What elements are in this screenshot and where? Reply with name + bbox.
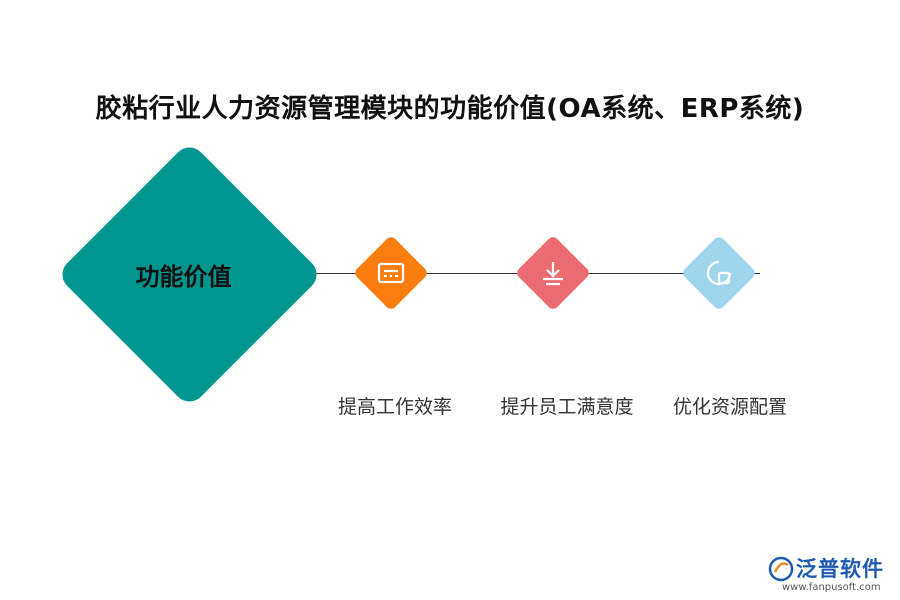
- node-label-resources: 优化资源配置: [672, 396, 787, 418]
- center-diamond: 功能价值: [55, 140, 324, 409]
- brand-url: www.fanpusoft.com: [782, 582, 881, 593]
- node-satisfaction: [513, 233, 593, 313]
- center-label: 功能价值: [135, 263, 232, 291]
- page-title: 胶粘行业人力资源管理模块的功能价值(OA系统、ERP系统): [95, 94, 805, 124]
- brand-name: 泛普软件: [796, 557, 884, 581]
- download-tray-icon: [543, 262, 563, 286]
- node-label-satisfaction: 提升员工满意度: [500, 396, 634, 418]
- chart-square-icon: [706, 260, 732, 286]
- brand-watermark: 泛普软件 www.fanpusoft.com: [768, 553, 893, 593]
- node-resources: [679, 233, 759, 313]
- screen-icon: [377, 262, 405, 284]
- node-efficiency: [351, 233, 431, 313]
- node-label-efficiency: 提高工作效率: [337, 396, 452, 418]
- brand-logo-icon: [768, 556, 794, 582]
